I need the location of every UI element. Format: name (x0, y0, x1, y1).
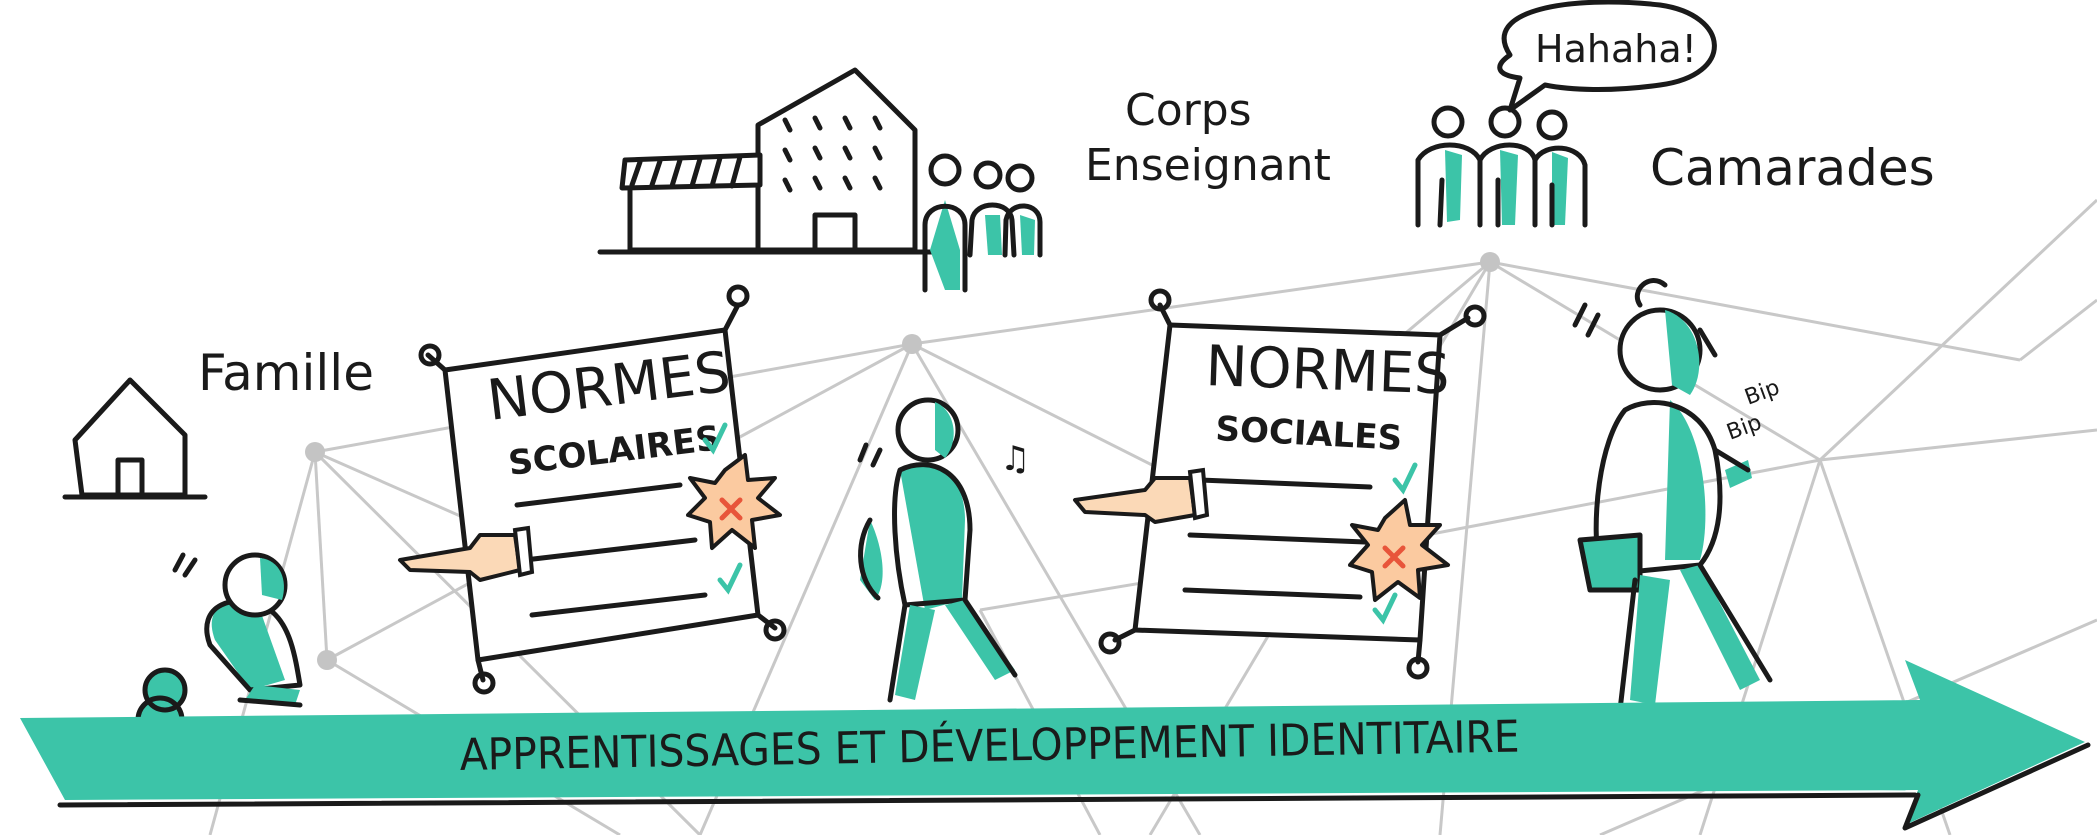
bip-text-2: Bip (1724, 410, 1766, 446)
label-camarades: Camarades (1650, 139, 1935, 197)
school-building-icon (597, 67, 938, 255)
burst-cross-icon-2 (1348, 498, 1450, 602)
burst-cross-icon-1 (686, 453, 782, 550)
house-icon (62, 377, 208, 500)
label-enseignant: Enseignant (1085, 140, 1331, 191)
label-corps: Corps (1125, 85, 1252, 136)
teen-with-phone-icon: Bip Bip (1572, 278, 1784, 715)
board-2-subtitle: SOCIALES (1215, 409, 1404, 459)
child-walking-icon: ♫ (857, 397, 1030, 703)
label-famille: Famille (198, 344, 374, 402)
board-normes-scolaires: NORMES SCOLAIRES (418, 284, 787, 695)
network-nodes (305, 252, 1500, 670)
development-arrow: APPRENTISSAGES ET DÉVELOPPEMENT IDENTITA… (20, 660, 2091, 831)
music-note-icon: ♫ (1000, 439, 1030, 479)
speech-bubble: Hahaha! (1497, 0, 1717, 113)
classmates-icon (1415, 105, 1588, 228)
bip-text-1: Bip (1742, 375, 1784, 411)
baby-icon (172, 552, 303, 708)
pointing-hand-icon-1 (398, 525, 535, 582)
teachers-icon (922, 153, 1043, 293)
speech-text: Hahaha! (1535, 27, 1697, 71)
board-2-title: NORMES (1205, 334, 1451, 407)
pointing-hand-icon-2 (1073, 467, 1210, 524)
